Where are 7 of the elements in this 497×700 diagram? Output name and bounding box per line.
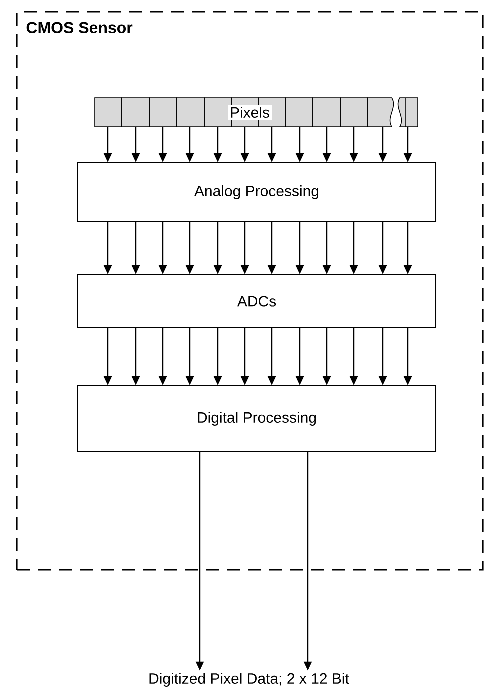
- node-label: Pixels: [231, 106, 270, 118]
- process-box: Digital Processing: [78, 386, 436, 452]
- process-box: ADCs: [78, 274, 436, 328]
- process-box: Analog Processing: [78, 162, 436, 222]
- pixel-strip: Pixels: [94, 98, 418, 128]
- heading: CMOS Sensor: [26, 22, 133, 34]
- output-label: Digitized Pixel Data; 2 x 12 Bit: [150, 673, 350, 687]
